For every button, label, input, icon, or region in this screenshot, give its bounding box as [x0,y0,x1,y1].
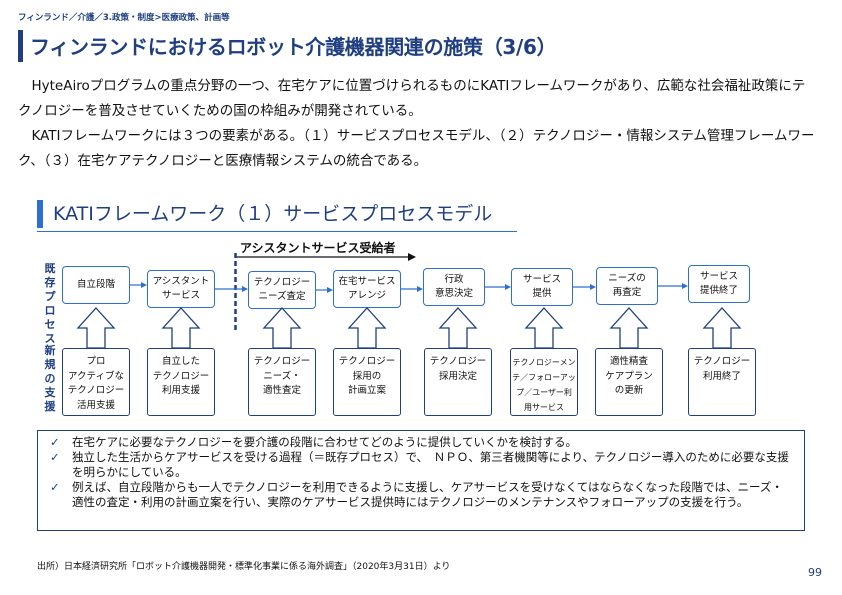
support-step-box: テクノロジー ニーズ・ 適性査定 [248,348,316,416]
process-step-box: 在宅サービス アレンジ [333,270,401,308]
process-flow-arrows [130,282,688,293]
note-text: 在宅ケアに必要なテクノロジーを要介護の段階に合わせてどのように提供していくかを検… [72,435,577,449]
up-arrow-icon [262,307,302,349]
breadcrumb: フィンランド／介護／3.政策・制度>医療政策、計画等 [18,13,230,23]
intro-paragraph-1: HyteAiroプログラムの重点分野の一つ、在宅ケアに位置づけられるものにKAT… [18,78,806,119]
up-arrow-icon [524,307,564,349]
assist-range-arrow [236,253,416,261]
up-arrow-icon [76,307,116,349]
process-step-box: アシスタント サービス [147,270,215,308]
flow-arrow-head [141,282,147,288]
check-icon: ✓ [50,435,60,449]
process-step-box: サービス 提供 [511,268,573,306]
source-citation: 出所）日本経済研究所「ロボット介護機器開発・標準化事業に係る海外調査」（2020… [37,562,451,572]
support-step-box: テクノロジー 採用決定 [424,348,492,416]
row-label-existing-process: 既存プロセス [44,262,56,345]
assist-service-label: アシスタントサービス受給者 [240,241,396,255]
process-step-box: 自立段階 [62,266,130,304]
support-step-box: テクノロジーメン テ／フォローアッ プ／ユーザー利 用サービス [510,348,578,416]
up-arrow-icon [702,307,742,349]
intro-paragraph-2: KATIフレームワークには３つの要素がある。（１）サービスプロセスモデル、（２）… [18,128,815,169]
support-step-box: プロ アクティブな テクノロジー 活用支援 [62,348,130,416]
up-arrow-icon [438,307,478,349]
note-text: 独立した生活からケアサービスを受ける過程（＝既存プロセス）で、 ＮＰＯ、第三者機… [72,450,789,479]
up-arrow-icon [609,307,649,349]
note-item: ✓ 在宅ケアに必要なテクノロジーを要介護の段階に合わせてどのように提供していくか… [50,435,792,450]
support-step-box: 適性精査 ケアプラン の更新 [595,348,663,416]
notes-box: ✓ 在宅ケアに必要なテクノロジーを要介護の段階に合わせてどのように提供していくか… [37,430,805,531]
flow-arrow-head [327,287,333,293]
flow-arrow-head [505,284,511,290]
title-accent-bar [18,30,23,62]
section-accent-bar [37,200,43,228]
flow-arrow-head [242,286,248,292]
support-step-box: テクノロジー 利用終了 [688,348,756,416]
note-item: ✓ 例えば、自立段階からも一人でテクノロジーを利用できるように支援し、ケアサービ… [50,480,792,510]
assist-boundary-dashed-line [234,253,237,331]
note-text: 例えば、自立段階からも一人でテクノロジーを利用できるように支援し、ケアサービスを… [72,480,783,509]
support-step-box: 自立した テクノロジー 利用支援 [147,348,215,416]
check-icon: ✓ [50,480,60,494]
section-underline [37,231,517,232]
up-arrow-icon [347,307,387,349]
page-title: フィンランドにおけるロボット介護機器関連の施策（3/6） [30,35,557,59]
process-step-box: テクノロジー ニーズ査定 [248,271,316,309]
flow-arrow-head [590,284,596,290]
up-arrow-icon [161,307,201,349]
flow-arrow-head [417,286,423,292]
process-step-box: ニーズの 再査定 [596,267,658,305]
section-title: KATIフレームワーク（１）サービスプロセスモデル [53,203,493,225]
note-item: ✓ 独立した生活からケアサービスを受ける過程（＝既存プロセス）で、 ＮＰＯ、第三… [50,450,792,480]
check-icon: ✓ [50,450,60,464]
flow-arrow-head [682,283,688,289]
support-step-box: テクノロジー 採用の 計画立案 [333,348,401,416]
process-step-box: 行政 意思決定 [423,268,485,306]
row-label-new-support: 新規の支援 [44,344,56,413]
process-step-box: サービス 提供終了 [688,265,750,303]
support-up-arrows [76,307,742,349]
page-number: 99 [808,566,822,579]
